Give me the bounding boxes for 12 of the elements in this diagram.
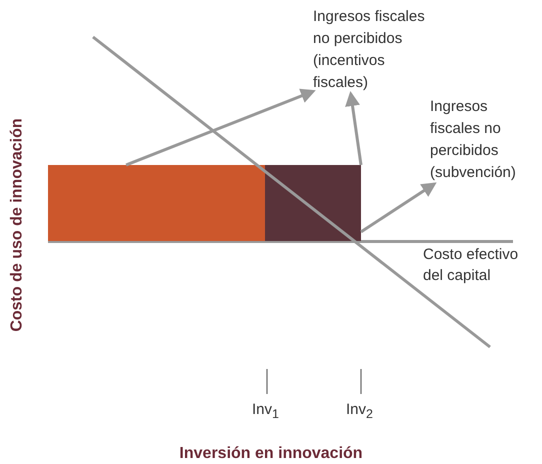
subsidy-area	[265, 165, 361, 241]
annotation-text: Ingresos fiscales no percibidos (subvención)	[430, 97, 517, 183]
line-label: Costo efectivo del capital	[423, 245, 520, 286]
arrow	[360, 182, 437, 234]
axis-title: Costo de uso de innovación	[8, 118, 26, 332]
tax-incentive-area	[48, 165, 265, 241]
tick-label: Inv$_{1}$	[252, 400, 279, 423]
tick-label: Inv$_{2}$	[346, 400, 373, 423]
arrow	[345, 91, 362, 166]
annotation-text: Ingresos fiscales no percibidos (incentivos fiscales)	[313, 7, 426, 93]
axis-title: Inversión en innovación	[179, 444, 363, 464]
arrow	[126, 88, 316, 166]
